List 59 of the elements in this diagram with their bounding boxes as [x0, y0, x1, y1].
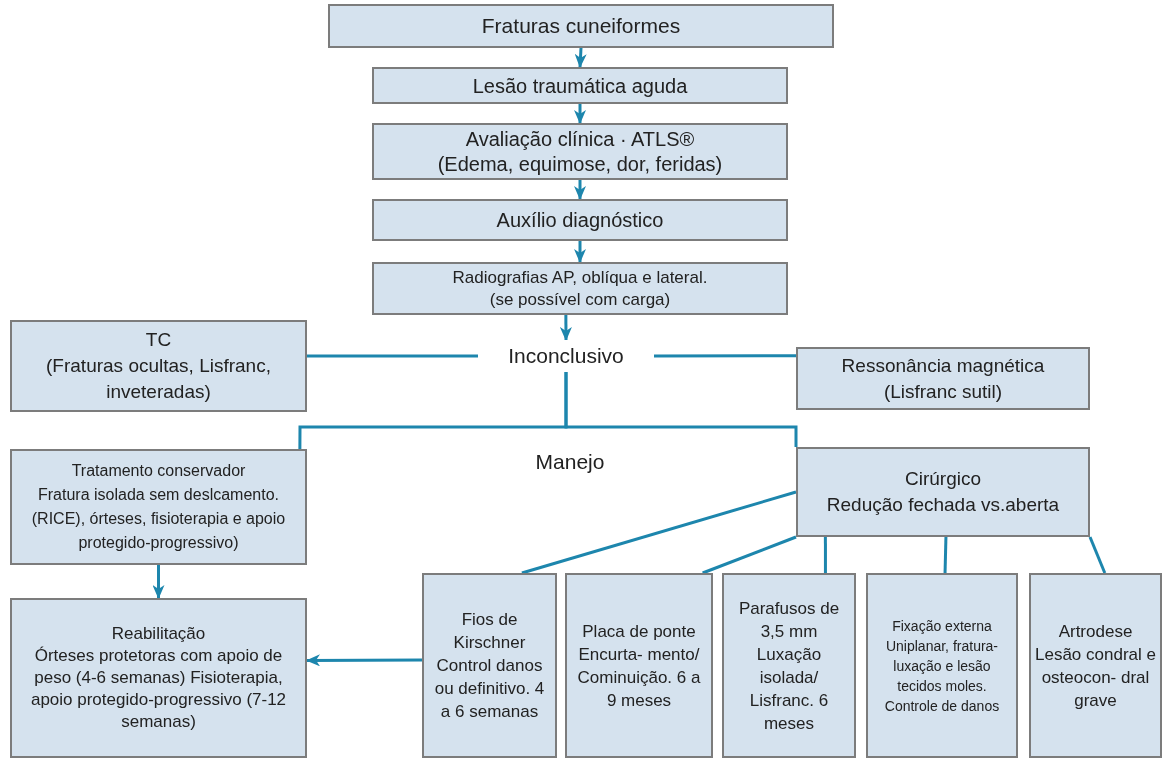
box-text: Uniplanar, fratura-luxação e lesão tecidos moles. Controle de danos [883, 636, 1001, 716]
connector-line [306, 654, 422, 667]
connector-line [564, 372, 798, 447]
connector-line [307, 354, 478, 358]
connector-line [654, 354, 796, 358]
box-title: Fixação externa [892, 616, 992, 636]
process-box [10, 320, 307, 412]
process-box [565, 573, 713, 758]
process-box [372, 199, 788, 241]
box-text: Lesão condral e osteocon- dral grave [1035, 643, 1156, 712]
box-title: Avaliação clínica · ATLS® [465, 126, 695, 152]
connector-line [823, 537, 827, 573]
box-text: Control danos ou definitivo. 4 a 6 semanas [433, 655, 546, 723]
connector-line [574, 104, 586, 124]
box-text: Órteses protetoras com apoio de peso (4-6 semanas) Fisioterapia, apoio protegido-progressivo (7-12 semanas) [29, 645, 288, 733]
box-title: Fraturas cuneiformes [481, 13, 681, 40]
box-title: Inconclusivo [508, 343, 624, 370]
box-title: Parafusos de 3,5 mm [737, 597, 841, 643]
box-title: Tratamento conservador [71, 461, 246, 481]
process-box [372, 262, 788, 315]
connector-line [574, 241, 586, 263]
process-box [372, 67, 788, 104]
box-text: Redução fechada vs.aberta [826, 493, 1060, 517]
connector-line [574, 180, 586, 200]
connector-line [943, 536, 948, 574]
process-box [1029, 573, 1162, 758]
box-text: Encurta- mento/ Cominuição. 6 a 9 meses [576, 643, 702, 712]
box-title: Placa de ponte [582, 620, 696, 643]
process-box [866, 573, 1018, 758]
box-text: (Edema, equimose, dor, feridas) [437, 151, 723, 177]
connector-line [152, 565, 165, 599]
process-box [796, 447, 1090, 537]
process-box [372, 123, 788, 180]
process-box [796, 347, 1090, 410]
box-text: (Lisfranc sutil) [883, 379, 1003, 404]
box-title: Cirúrgico [905, 467, 981, 491]
process-box [10, 598, 307, 758]
box-title: Ressonância magnética [841, 353, 1045, 378]
box-title: Auxílio diagnóstico [496, 208, 664, 233]
connector-line [574, 47, 587, 68]
box-title: Artrodese [1058, 620, 1133, 643]
process-box [10, 449, 307, 565]
box-title: Radiografias AP, oblíqua e lateral. [452, 266, 708, 289]
box-title: Lesão traumática aguda [472, 73, 688, 99]
connector-line [702, 535, 797, 575]
box-title: Fios de Kirschner [452, 609, 527, 654]
process-box [422, 573, 557, 758]
connector-line [521, 490, 797, 575]
box-text: (se possível com carga) [489, 288, 671, 311]
box-text: Fratura isolada sem deslcamento. (RICE), órteses, fisioterapia e apoio protegido-progressivo) [30, 485, 287, 553]
box-title: Reabilitação [111, 623, 206, 645]
connector-line [1088, 536, 1107, 574]
section-label: Manejo [534, 449, 606, 475]
process-box [328, 4, 834, 48]
box-title: TC [145, 328, 172, 352]
box-text: (Fraturas ocultas, Lisfranc, inveteradas) [45, 354, 272, 404]
connector-line [559, 315, 572, 341]
process-box [722, 573, 856, 758]
box-text: Luxação isolada/ Lisfranc. 6 meses [748, 643, 830, 735]
